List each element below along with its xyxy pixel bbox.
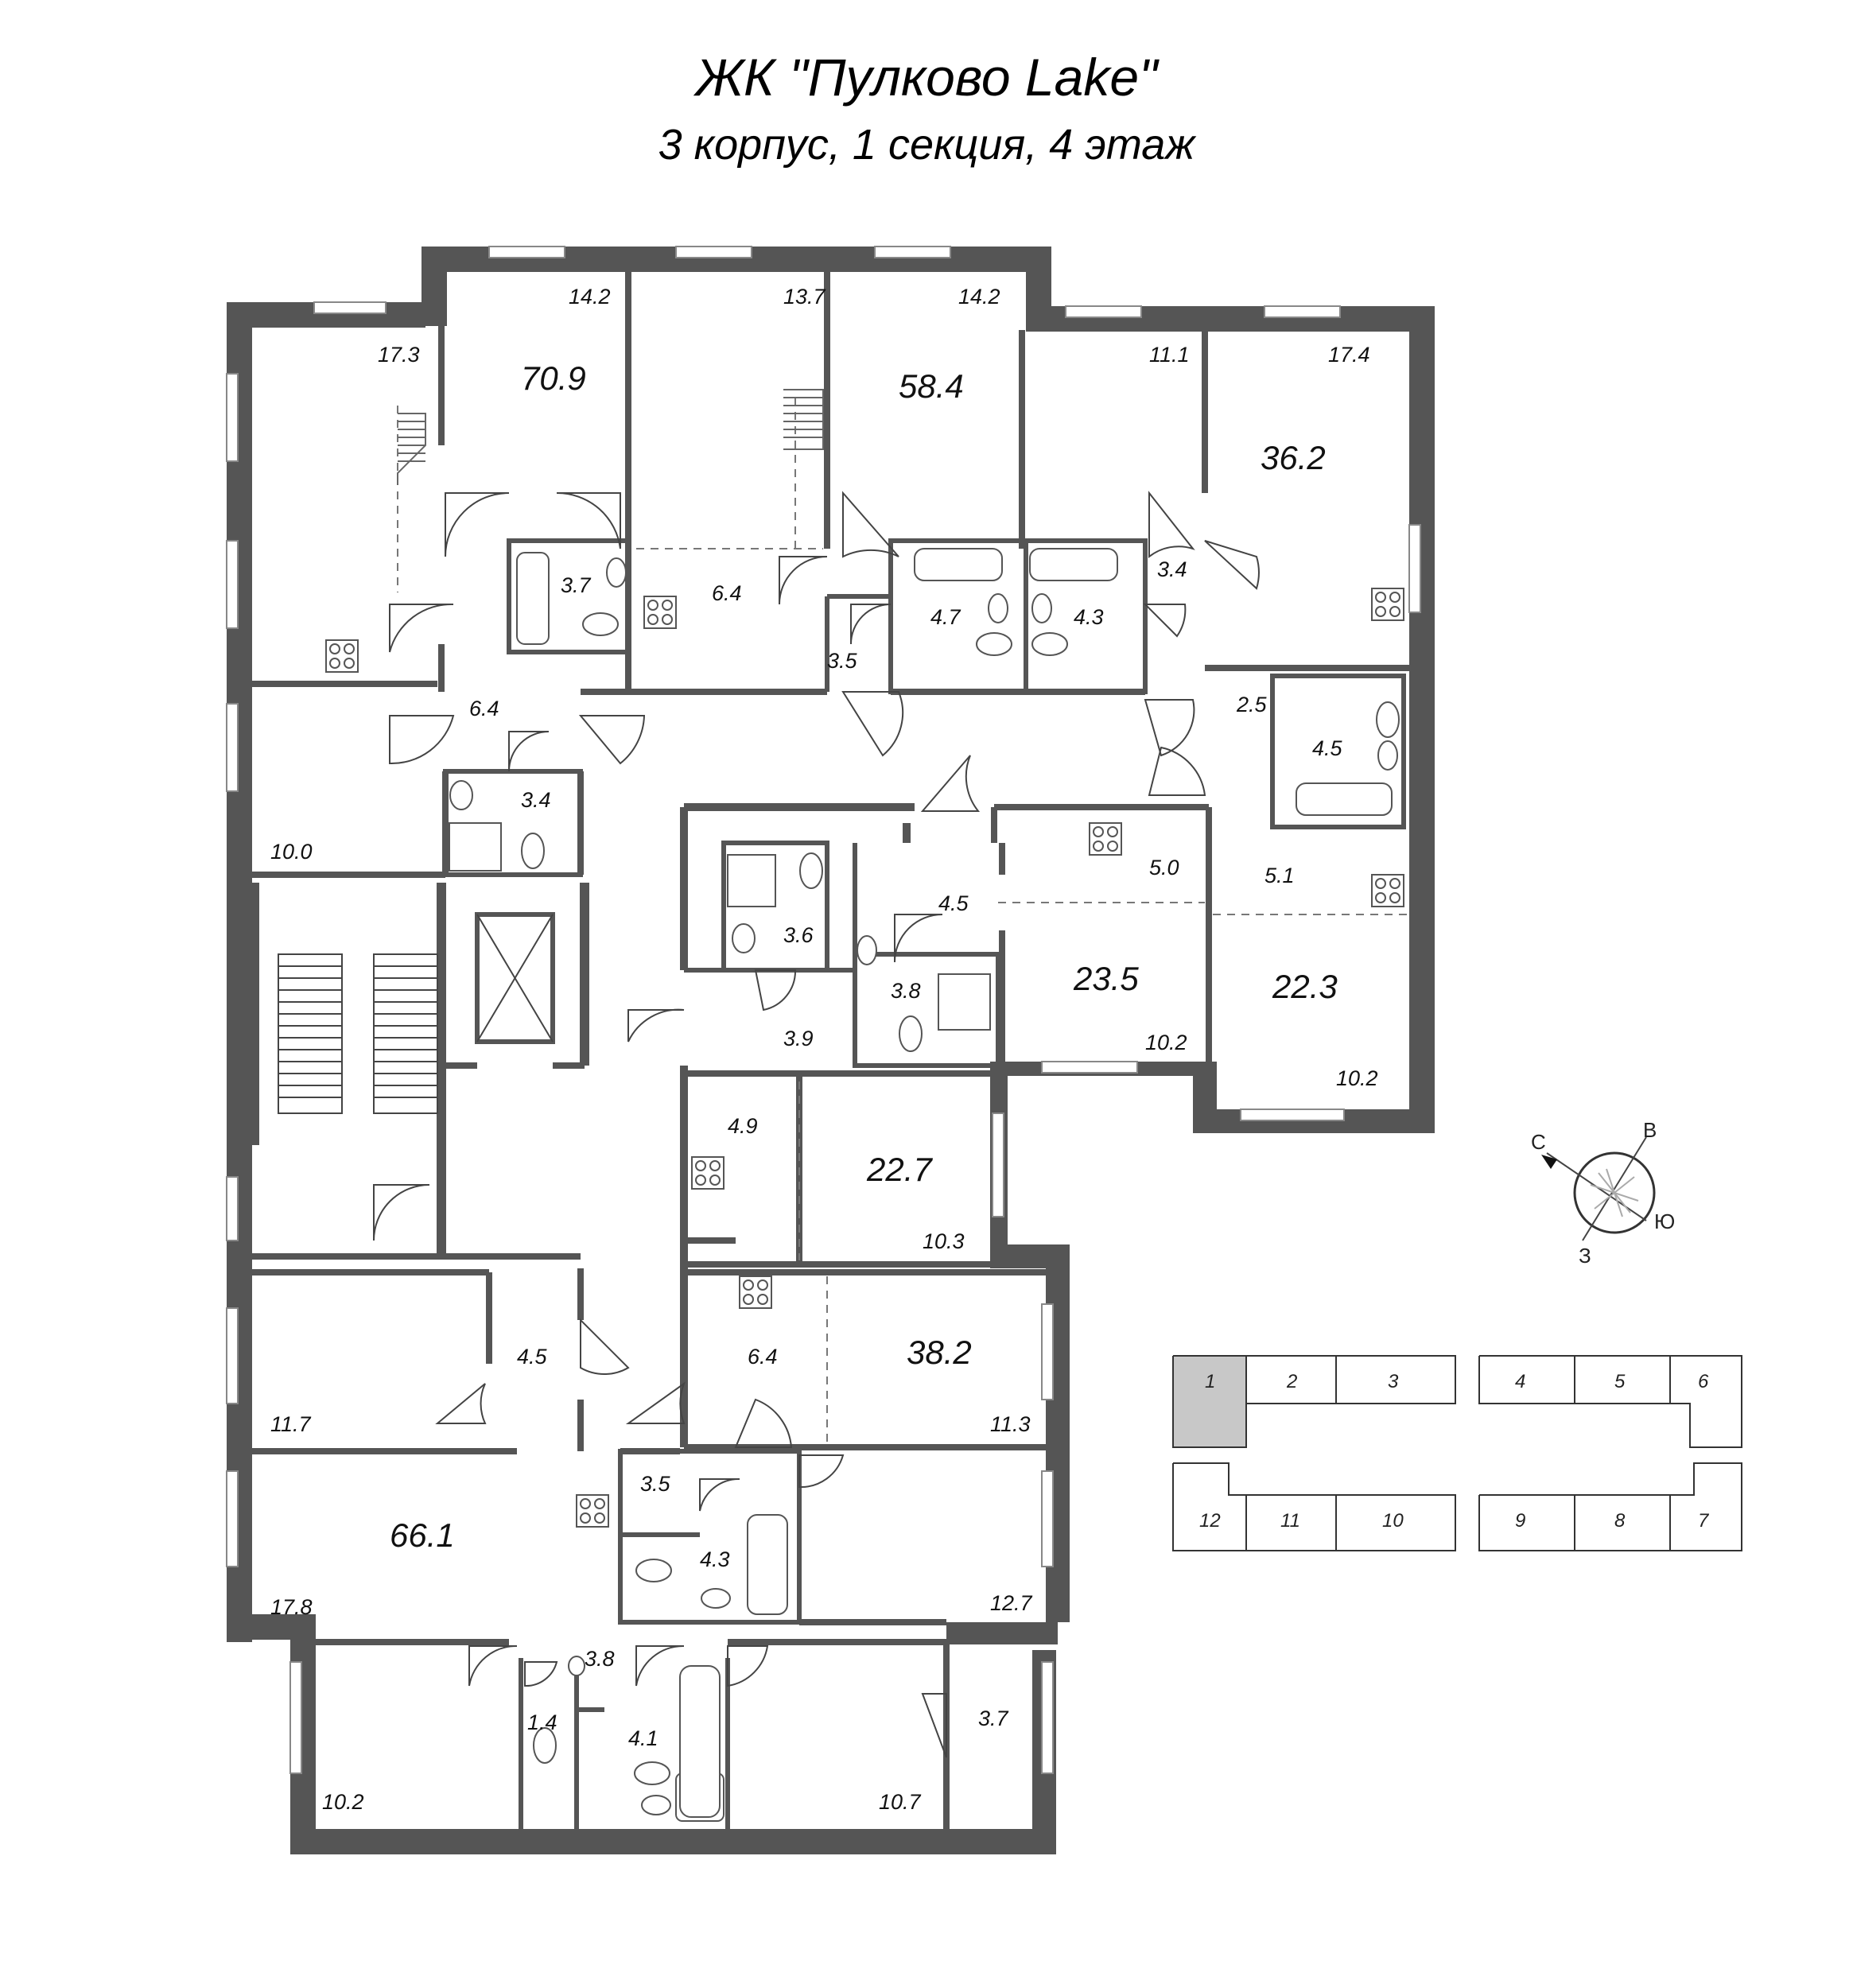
room-area: 10.3 — [923, 1229, 965, 1253]
section-key-plan: 1 2 3 4 5 6 12 11 10 9 8 7 — [1172, 1355, 1742, 1551]
interior-walls — [227, 270, 1409, 1829]
room-area: 6.4 — [748, 1345, 778, 1369]
compass-west: З — [1579, 1244, 1591, 1268]
room-area: 11.7 — [270, 1412, 312, 1436]
main-staircase — [278, 953, 438, 1114]
room-area: 6.4 — [469, 697, 499, 720]
room-area: 10.2 — [322, 1790, 364, 1814]
section-number: 11 — [1280, 1510, 1300, 1532]
north-arrow-icon — [1541, 1155, 1557, 1169]
apartment-total-area: 58.4 — [899, 367, 964, 405]
room-area: 17.3 — [378, 343, 420, 367]
apartment-total-area: 70.9 — [521, 359, 586, 397]
room-area: 6.4 — [712, 581, 742, 605]
room-area: 4.3 — [700, 1547, 730, 1571]
room-area-labels: 70.9 58.4 36.2 23.5 22.3 22.7 38.2 66.1 … — [270, 285, 1378, 1814]
room-area: 4.5 — [517, 1345, 548, 1369]
section-number: 7 — [1698, 1510, 1710, 1532]
room-area: 3.4 — [1157, 557, 1187, 581]
room-area: 5.0 — [1149, 856, 1179, 879]
room-area: 3.8 — [891, 979, 921, 1003]
room-area: 10.0 — [270, 840, 313, 864]
room-area: 4.3 — [1074, 605, 1104, 629]
section-number: 8 — [1614, 1510, 1626, 1532]
compass-east: В — [1643, 1118, 1657, 1142]
section-number: 9 — [1515, 1510, 1525, 1532]
room-area: 14.2 — [958, 285, 1000, 309]
room-area: 11.1 — [1149, 343, 1190, 367]
section-number: 12 — [1199, 1510, 1221, 1532]
section-number: 5 — [1614, 1371, 1626, 1392]
room-area: 14.2 — [569, 285, 611, 309]
room-area: 4.9 — [728, 1114, 758, 1138]
apartment-total-area: 22.3 — [1272, 968, 1338, 1005]
section-number: 2 — [1286, 1371, 1297, 1392]
room-area: 3.9 — [783, 1027, 814, 1050]
room-area: 1.4 — [527, 1710, 557, 1734]
room-area: 10.2 — [1145, 1031, 1187, 1054]
section-number: 3 — [1388, 1371, 1399, 1392]
compass-circle-icon — [1573, 1151, 1656, 1234]
room-area: 3.5 — [827, 649, 858, 673]
elevator-shaft — [476, 914, 554, 1043]
page-subtitle: 3 корпус, 1 секция, 4 этаж — [658, 120, 1195, 169]
compass-south: Ю — [1654, 1209, 1675, 1233]
room-area: 3.7 — [978, 1706, 1009, 1730]
room-area: 11.3 — [990, 1412, 1031, 1436]
page-title: ЖК "Пулково Lake" — [695, 48, 1158, 107]
room-area: 17.4 — [1328, 343, 1370, 367]
doors — [373, 491, 1260, 1758]
header: ЖК "Пулково Lake" 3 корпус, 1 секция, 4 … — [0, 48, 1853, 171]
stairs-internal — [397, 389, 824, 485]
current-section-highlight — [1173, 1356, 1246, 1447]
room-area: 5.1 — [1264, 864, 1295, 887]
apartment-total-area: 22.7 — [866, 1151, 933, 1188]
apartment-total-area: 66.1 — [390, 1516, 455, 1554]
room-area: 17.8 — [270, 1595, 313, 1619]
section-number: 4 — [1515, 1371, 1525, 1392]
room-area: 4.5 — [938, 891, 969, 915]
room-area: 3.8 — [585, 1647, 615, 1671]
compass: С В Ю З — [1531, 1118, 1675, 1268]
room-area: 4.1 — [628, 1726, 658, 1750]
room-area: 2.5 — [1236, 693, 1268, 716]
section-number: 1 — [1205, 1371, 1215, 1392]
room-area: 4.7 — [930, 605, 961, 629]
room-area: 12.7 — [990, 1591, 1033, 1615]
room-area: 10.2 — [1336, 1066, 1378, 1090]
room-area: 10.7 — [879, 1790, 922, 1814]
apartment-total-area: 23.5 — [1073, 960, 1139, 997]
fixtures — [325, 548, 1404, 1822]
apartment-total-area: 38.2 — [907, 1334, 972, 1371]
room-area: 13.7 — [783, 285, 826, 309]
section-number: 6 — [1698, 1371, 1709, 1392]
room-area: 4.5 — [1312, 736, 1343, 760]
room-area: 3.4 — [521, 788, 551, 812]
windows — [226, 246, 1421, 1774]
room-area: 3.7 — [561, 573, 592, 597]
section-number: 10 — [1382, 1510, 1404, 1532]
apartment-total-area: 36.2 — [1261, 439, 1326, 476]
room-area: 3.6 — [783, 923, 814, 947]
compass-north: С — [1531, 1130, 1546, 1154]
room-area: 3.5 — [640, 1472, 671, 1496]
